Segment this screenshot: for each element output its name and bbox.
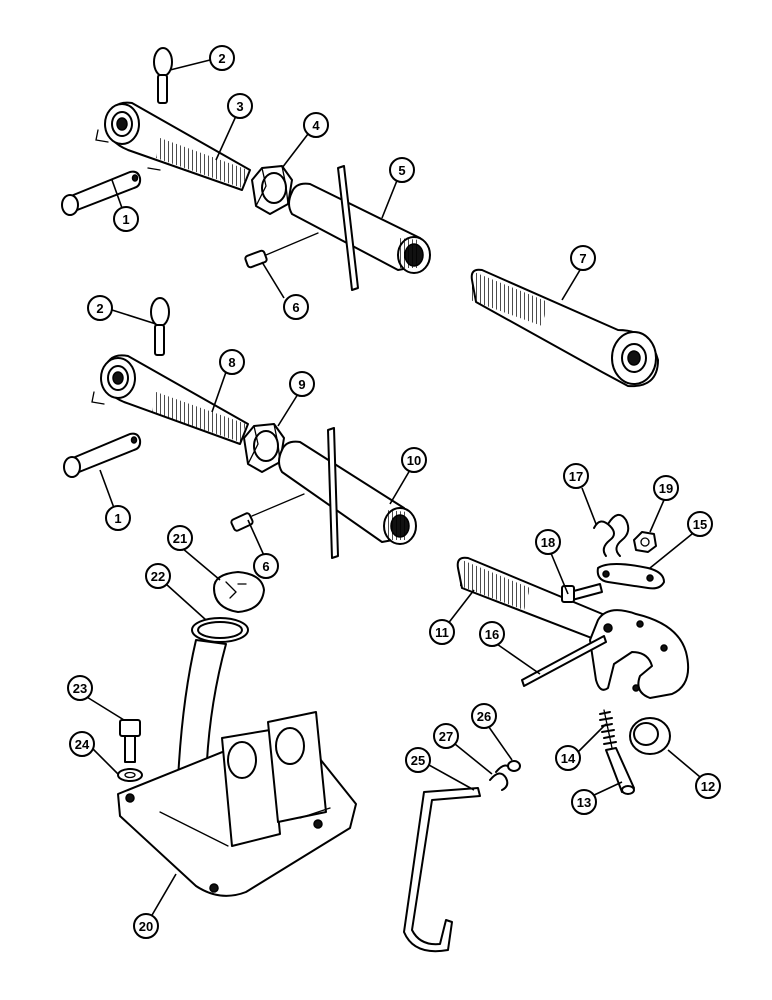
callout-10: 10 [401, 447, 427, 473]
callout-label: 23 [73, 681, 87, 696]
callout-label: 7 [579, 251, 586, 266]
hook-assembly [456, 513, 690, 795]
ring-pin-part-2-lower [150, 297, 170, 356]
link-end-part-8 [91, 354, 249, 445]
callout-4: 4 [303, 112, 329, 138]
callout-label: 5 [398, 163, 405, 178]
callout-12: 12 [695, 773, 721, 799]
callout-label: 27 [439, 729, 453, 744]
clevis-pin-part-1-lower [63, 432, 142, 478]
ring-pin-part-2-upper [153, 47, 173, 104]
callout-14: 14 [555, 745, 581, 771]
callout-3: 3 [227, 93, 253, 119]
bolt-part-23 [119, 719, 141, 763]
callout-label: 2 [218, 51, 225, 66]
callout-24: 24 [69, 731, 95, 757]
callout-label: 3 [236, 99, 243, 114]
callout-label: 19 [659, 481, 673, 496]
callout-label: 20 [139, 919, 153, 934]
callout-label: 1 [122, 212, 129, 227]
callout-26: 26 [471, 703, 497, 729]
callout-2b: 2 [87, 295, 113, 321]
callout-label: 9 [298, 377, 305, 392]
callout-label: 1 [114, 511, 121, 526]
hook-end [589, 609, 690, 699]
callout-label: 4 [312, 118, 320, 133]
callout-7: 7 [570, 245, 596, 271]
callout-label: 6 [262, 559, 269, 574]
callout-label: 26 [477, 709, 491, 724]
washer-part-24 [117, 768, 143, 782]
adjusting-tube-part-10 [278, 427, 417, 559]
callout-label: 6 [292, 300, 299, 315]
nut-part-19 [633, 531, 657, 553]
callout-18: 18 [535, 529, 561, 555]
callout-2a: 2 [209, 45, 235, 71]
callout-25: 25 [405, 747, 431, 773]
cap-part-12 [629, 717, 671, 755]
pin-part-16 [521, 635, 607, 687]
callout-label: 25 [411, 753, 425, 768]
callout-20: 20 [133, 913, 159, 939]
callout-1b: 1 [105, 505, 131, 531]
callout-label: 10 [407, 453, 421, 468]
lock-nut-part-4 [251, 165, 293, 215]
callout-13: 13 [571, 789, 597, 815]
callout-label: 14 [561, 751, 576, 766]
callout-6b: 6 [253, 553, 279, 579]
callout-19: 19 [653, 475, 679, 501]
spring-clip-part-17 [593, 513, 630, 557]
callout-label: 13 [577, 795, 591, 810]
callout-27: 27 [433, 723, 459, 749]
callout-label: 12 [701, 779, 715, 794]
callout-15: 15 [687, 511, 713, 537]
callout-1a: 1 [113, 206, 139, 232]
ring-part-22 [191, 617, 249, 643]
callout-label: 17 [569, 469, 583, 484]
callout-label: 2 [96, 301, 103, 316]
callout-9: 9 [289, 371, 315, 397]
callout-label: 11 [435, 625, 449, 640]
rod-part-25 [403, 787, 481, 953]
lock-nut-part-9 [243, 423, 285, 473]
adjusting-tube-part-5 [288, 165, 431, 291]
callout-label: 21 [173, 531, 187, 546]
callout-17: 17 [563, 463, 589, 489]
knob-part-21 [213, 571, 265, 613]
callout-11: 11 [429, 619, 455, 645]
link-end-part-3 [95, 101, 251, 191]
callout-23: 23 [67, 675, 93, 701]
link-end-part-7 [470, 268, 659, 388]
callout-5: 5 [389, 157, 415, 183]
base-bracket-part-20 [117, 711, 357, 897]
callout-22: 22 [145, 563, 171, 589]
callout-6a: 6 [283, 294, 309, 320]
lower-link-assembly [63, 297, 417, 559]
clevis-pin-part-1-upper [61, 170, 142, 216]
grease-nipple-part-6-upper [244, 232, 319, 269]
callout-label: 15 [693, 517, 707, 532]
bracket-assembly [117, 571, 357, 897]
spring-part-14 [599, 709, 617, 749]
callout-8: 8 [219, 349, 245, 375]
callout-label: 18 [541, 535, 555, 550]
callout-label: 8 [228, 355, 235, 370]
grease-nipple-part-6-lower [230, 493, 305, 532]
callout-label: 22 [151, 569, 165, 584]
washer-part-26 [507, 760, 521, 772]
upper-link-assembly [61, 47, 659, 388]
plunger-part-13 [605, 747, 635, 795]
callout-21: 21 [167, 525, 193, 551]
callout-label: 16 [485, 627, 499, 642]
spring-rod-assembly [403, 760, 521, 953]
callout-16: 16 [479, 621, 505, 647]
callout-label: 24 [75, 737, 90, 752]
latch-part-15 [596, 563, 665, 590]
